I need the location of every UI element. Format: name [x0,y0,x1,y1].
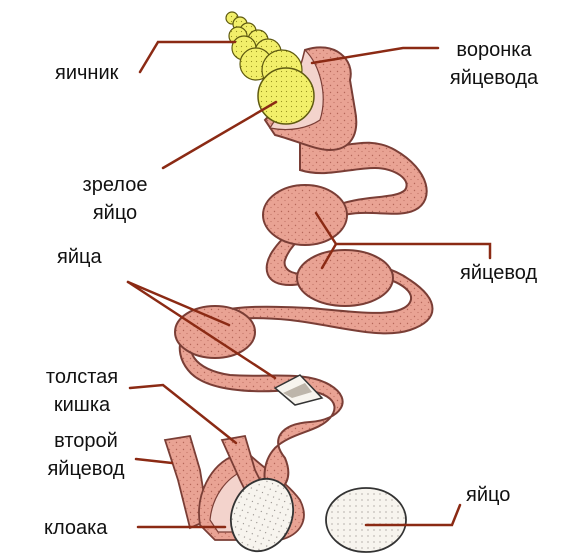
label-colon-2: кишка [34,392,130,418]
label-colon-1: толстая [34,364,130,390]
label-second-1: второй [38,428,134,454]
label-egg: яйцо [466,482,510,508]
label-second-2: яйцевод [38,456,134,482]
oviduct-bulge-upper [263,185,347,245]
mature-egg-shape [258,68,314,124]
label-ovary: яичник [55,60,118,86]
label-funnel-1: воронка [440,37,548,63]
label-mature-2: яйцо [70,200,160,226]
label-funnel-2: яйцевода [440,65,548,91]
laid-egg [326,488,406,552]
label-cloaca: клоака [44,515,107,541]
label-oviduct: яйцевод [460,260,537,286]
oviduct-bulge-lower [297,250,393,306]
label-eggs: яйца [57,244,102,270]
label-mature-1: зрелое [70,172,160,198]
oviduct-bulge-eggs [175,306,255,358]
